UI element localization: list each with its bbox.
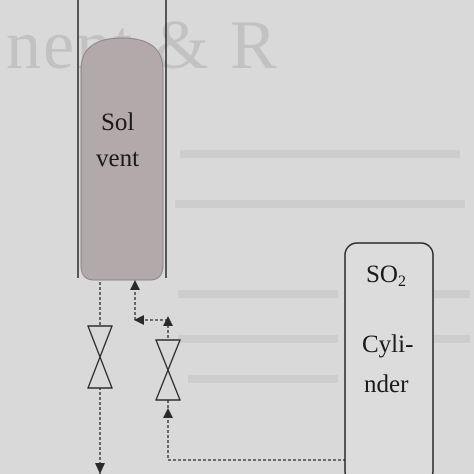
- arrow-up-inlet: [130, 280, 140, 290]
- solvent-label-line2: vent: [96, 145, 140, 172]
- arrow-up-supply: [163, 316, 173, 326]
- arrow-down-outlet: [95, 463, 105, 474]
- outlet-valve-icon: [87, 325, 113, 389]
- background-line: [180, 150, 460, 158]
- cylinder-label-chemical: SO2: [366, 261, 406, 290]
- background-line: [178, 290, 338, 298]
- supply-valve-icon: [155, 339, 181, 401]
- background-line: [188, 375, 338, 383]
- so2-cylinder-body: [344, 242, 434, 474]
- cylinder-label-line3: nder: [364, 371, 409, 398]
- background-line: [178, 335, 338, 343]
- background-line: [175, 200, 465, 208]
- background-line: [430, 290, 470, 298]
- arrow-up-from-cylinder: [163, 408, 173, 418]
- cylinder-label-line2: Cyli-: [362, 331, 414, 358]
- cylinder-chemical-subscript: 2: [397, 273, 406, 290]
- arrow-left-inlet: [134, 315, 144, 325]
- solvent-body: [80, 37, 164, 281]
- background-line: [430, 335, 470, 343]
- cylinder-chemical-symbol: SO: [366, 261, 398, 288]
- solvent-label-line1: Sol: [101, 109, 135, 136]
